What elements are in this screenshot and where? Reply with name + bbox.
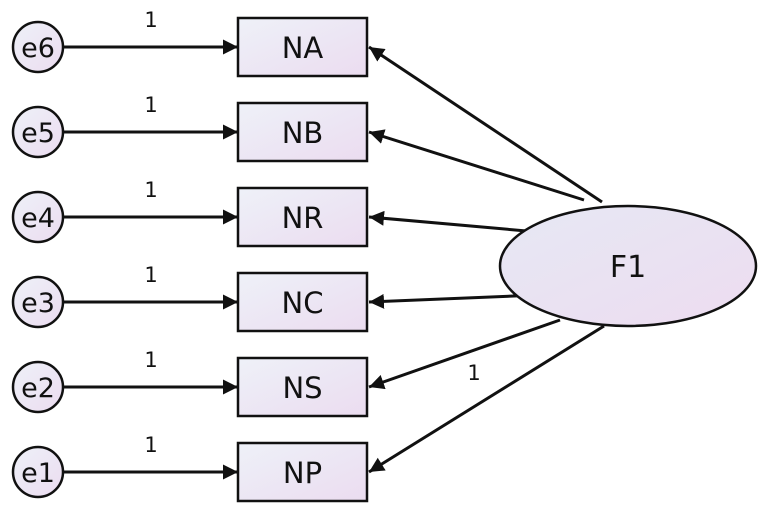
error-label-e3: e3 [21,288,55,319]
indicator-label-nb: NB [282,116,324,150]
indicator-label-na: NA [282,31,324,65]
indicator-box-nr [236,186,369,248]
indicator-label-np: NP [283,456,322,490]
edges-layer [63,39,605,480]
error-weight-e5: 1 [144,93,157,117]
factor-ellipse-f1 [498,204,758,328]
error-weight-e4: 1 [144,178,157,202]
error-weight-e1: 1 [144,433,157,457]
error-node-e4 [11,190,65,244]
error-label-e1: e1 [21,458,55,489]
error-weight-e3: 1 [144,263,157,287]
error-node-e6 [11,20,65,74]
factor-label-f1: F1 [610,250,646,285]
loading-path-f1-ns [368,318,561,390]
error-label-e2: e2 [21,373,55,404]
indicator-box-na [236,16,369,78]
error-label-e5: e5 [21,118,55,149]
error-node-e5 [11,105,65,159]
indicator-label-nr: NR [282,201,324,235]
error-weight-e6: 1 [144,8,157,32]
loading-path-f1-nc [368,293,539,309]
loading-path-f1-nb [368,129,585,202]
error-node-e2 [11,360,65,414]
indicator-box-ns [236,356,369,418]
error-node-e1 [11,445,65,499]
loading-weight-ns: 1 [467,361,480,385]
indicator-label-nc: NC [282,286,324,320]
error-label-e6: e6 [21,33,55,64]
error-label-e4: e4 [21,203,55,234]
loading-path-f1-na [368,45,603,204]
loading-path-f1-np [368,324,605,474]
indicator-box-nb [236,101,369,163]
loading-path-f1-nr [368,210,539,234]
error-node-e3 [11,275,65,329]
error-weight-e2: 1 [144,348,157,372]
indicator-box-nc [236,271,369,333]
indicator-box-np [236,441,369,503]
indicator-label-ns: NS [282,371,322,405]
